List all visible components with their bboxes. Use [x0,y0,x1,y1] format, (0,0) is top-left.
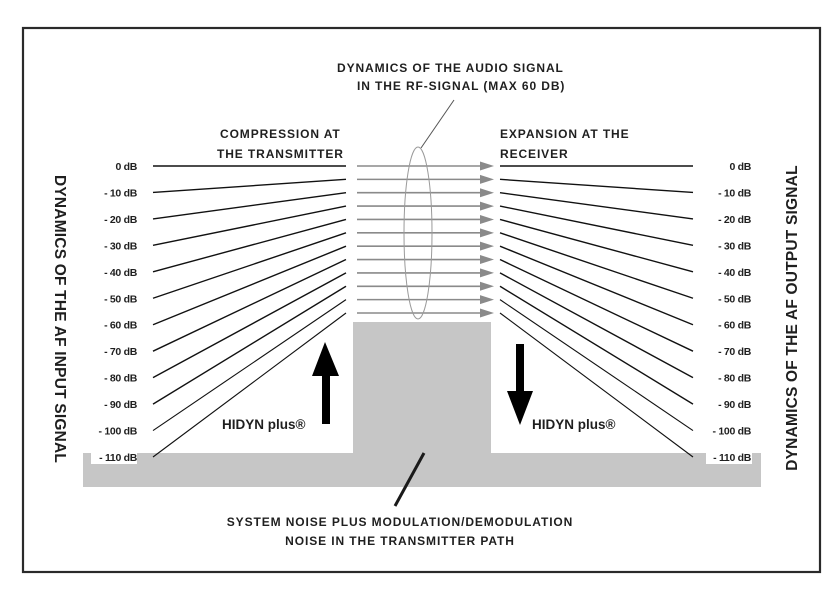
input-level-label: - 110 dB [99,452,138,464]
input-level-label: - 70 dB [104,346,138,358]
output-level-label: - 20 dB [718,214,752,226]
rf-signal-arrows [357,161,494,318]
input-level-label: - 50 dB [104,293,138,305]
expansion-line [499,178,694,194]
expansion-line [499,205,694,247]
noise-label-line1: SYSTEM NOISE PLUS MODULATION/DEMODULATIO… [227,515,573,529]
left-axis-label: DYNAMICS OF THE AF INPUT SIGNAL [51,175,68,463]
rf-arrow-head-icon [480,308,494,318]
input-level-label: - 90 dB [104,399,138,411]
expansion-line [499,232,694,299]
expansion-down-arrow-icon [507,344,533,425]
left-110-label-bg [91,450,137,464]
output-level-label: - 30 dB [718,240,752,252]
rf-dynamics-leader [420,99,455,149]
expansion-line [499,192,694,220]
rf-arrow-head-icon [480,295,494,305]
compression-line [152,245,347,326]
rf-arrow-head-icon [480,255,494,265]
rf-arrow-head-icon [480,188,494,198]
compression-line [152,232,347,299]
output-level-label: - 40 dB [718,267,752,279]
expansion-line [499,299,694,432]
compression-lines [152,165,347,458]
input-level-label: - 30 dB [104,240,138,252]
expansion-line [499,285,694,405]
compression-line [152,192,347,220]
expansion-line [499,245,694,326]
output-level-label: - 50 dB [718,293,752,305]
compression-line [152,205,347,247]
rf-arrow-head-icon [480,241,494,251]
input-level-label: - 60 dB [104,320,138,332]
compression-line [152,258,347,352]
input-level-label: - 100 dB [99,426,138,438]
output-level-label: - 100 dB [713,426,752,438]
noise-floor-area [83,322,761,487]
compression-line [152,299,347,432]
expansion-line [499,272,694,379]
hidyn-right-label: HIDYN plus® [532,417,616,432]
output-level-labels: 0 dB - 10 dB - 20 dB - 30 dB - 40 dB - 50 dB -… [713,161,752,464]
rf-arrow-head-icon [480,281,494,291]
expansion-lines [499,165,694,458]
expansion-label-line2: RECEIVER [500,147,569,161]
right-axis-label: DYNAMICS OF THE AF OUTPUT SIGNAL [784,165,801,471]
output-level-label: - 60 dB [718,320,752,332]
noise-label-line2: NOISE IN THE TRANSMITTER PATH [285,534,515,548]
output-level-label: - 80 dB [718,373,752,385]
input-level-label: - 10 dB [104,187,138,199]
rf-arrow-head-icon [480,201,494,211]
compression-label-line1: COMPRESSION AT [220,127,341,141]
right-110-label-bg [706,450,752,464]
compression-line [152,312,347,458]
compression-up-arrow-icon [312,342,339,424]
output-level-label: - 10 dB [718,187,752,199]
hidyn-left-label: HIDYN plus® [222,417,306,432]
expansion-line [499,218,694,273]
compression-line [152,272,347,379]
rf-dynamics-title-line1: DYNAMICS OF THE AUDIO SIGNAL [337,61,564,75]
rf-arrow-head-icon [480,228,494,238]
input-level-label: 0 dB [115,161,137,173]
input-level-label: - 20 dB [104,214,138,226]
compression-line [152,178,347,194]
compression-line [152,218,347,273]
input-level-label: - 80 dB [104,373,138,385]
expansion-label-line1: EXPANSION AT THE [500,127,630,141]
output-level-label: 0 dB [729,161,751,173]
input-level-labels: 0 dB - 10 dB - 20 dB - 30 dB - 40 dB - 50 dB -… [99,161,138,464]
rf-arrow-head-icon [480,174,494,184]
noise-leader [393,452,426,507]
output-level-label: - 110 dB [713,452,752,464]
input-level-label: - 40 dB [104,267,138,279]
rf-arrow-head-icon [480,268,494,278]
output-level-label: - 90 dB [718,399,752,411]
output-level-label: - 70 dB [718,346,752,358]
rf-dynamics-ellipse [403,146,433,320]
rf-dynamics-title-line2: IN THE RF-SIGNAL (MAX 60 DB) [357,79,565,93]
expansion-line [499,312,694,458]
rf-arrow-head-icon [480,214,494,224]
compression-line [152,285,347,405]
compression-label-line2: THE TRANSMITTER [217,147,344,161]
expansion-line [499,258,694,352]
rf-arrow-head-icon [480,161,494,171]
